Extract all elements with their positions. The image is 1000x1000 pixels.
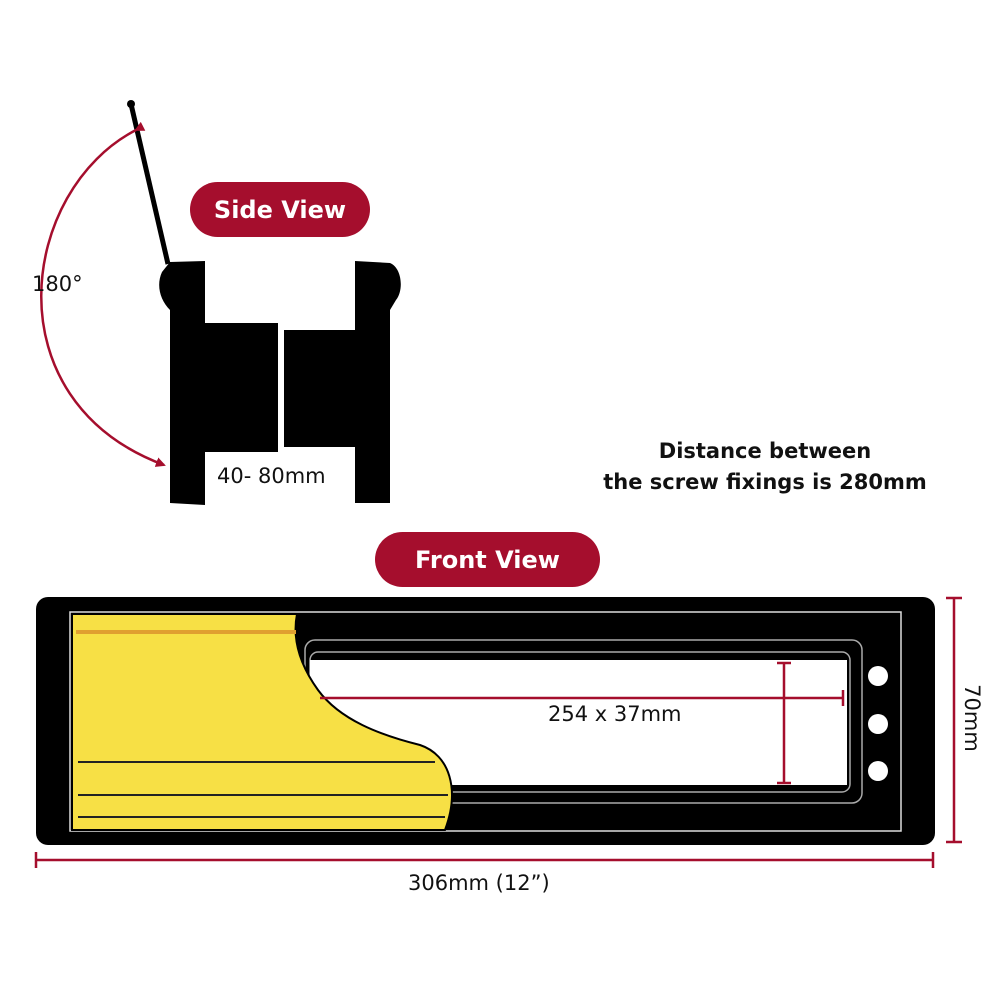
aperture-size-label: 254 x 37mm [548, 702, 682, 726]
screw-hole [868, 761, 888, 781]
front-view-drawing [34, 596, 962, 868]
rotation-arc [40, 121, 166, 467]
height-label: 70mm [959, 684, 984, 752]
right-plate [284, 261, 401, 503]
side-view-drawing [40, 100, 401, 505]
note-line-2: the screw fixings is 280mm [603, 470, 927, 494]
angle-label: 180° [32, 272, 83, 296]
note-line-1: Distance between [658, 439, 872, 463]
side-view-badge: Side View [190, 182, 370, 237]
flap-tip [127, 100, 135, 108]
thickness-label: 40- 80mm [217, 464, 326, 488]
front-view-badge: Front View [375, 532, 600, 587]
screw-hole [868, 666, 888, 686]
screw-distance-note: Distance between the screw fixings is 28… [560, 436, 970, 498]
flap-line [128, 103, 171, 265]
brush-strip [71, 613, 453, 831]
width-label: 306mm (12”) [408, 871, 550, 895]
left-plate [159, 261, 278, 505]
screw-hole [868, 714, 888, 734]
